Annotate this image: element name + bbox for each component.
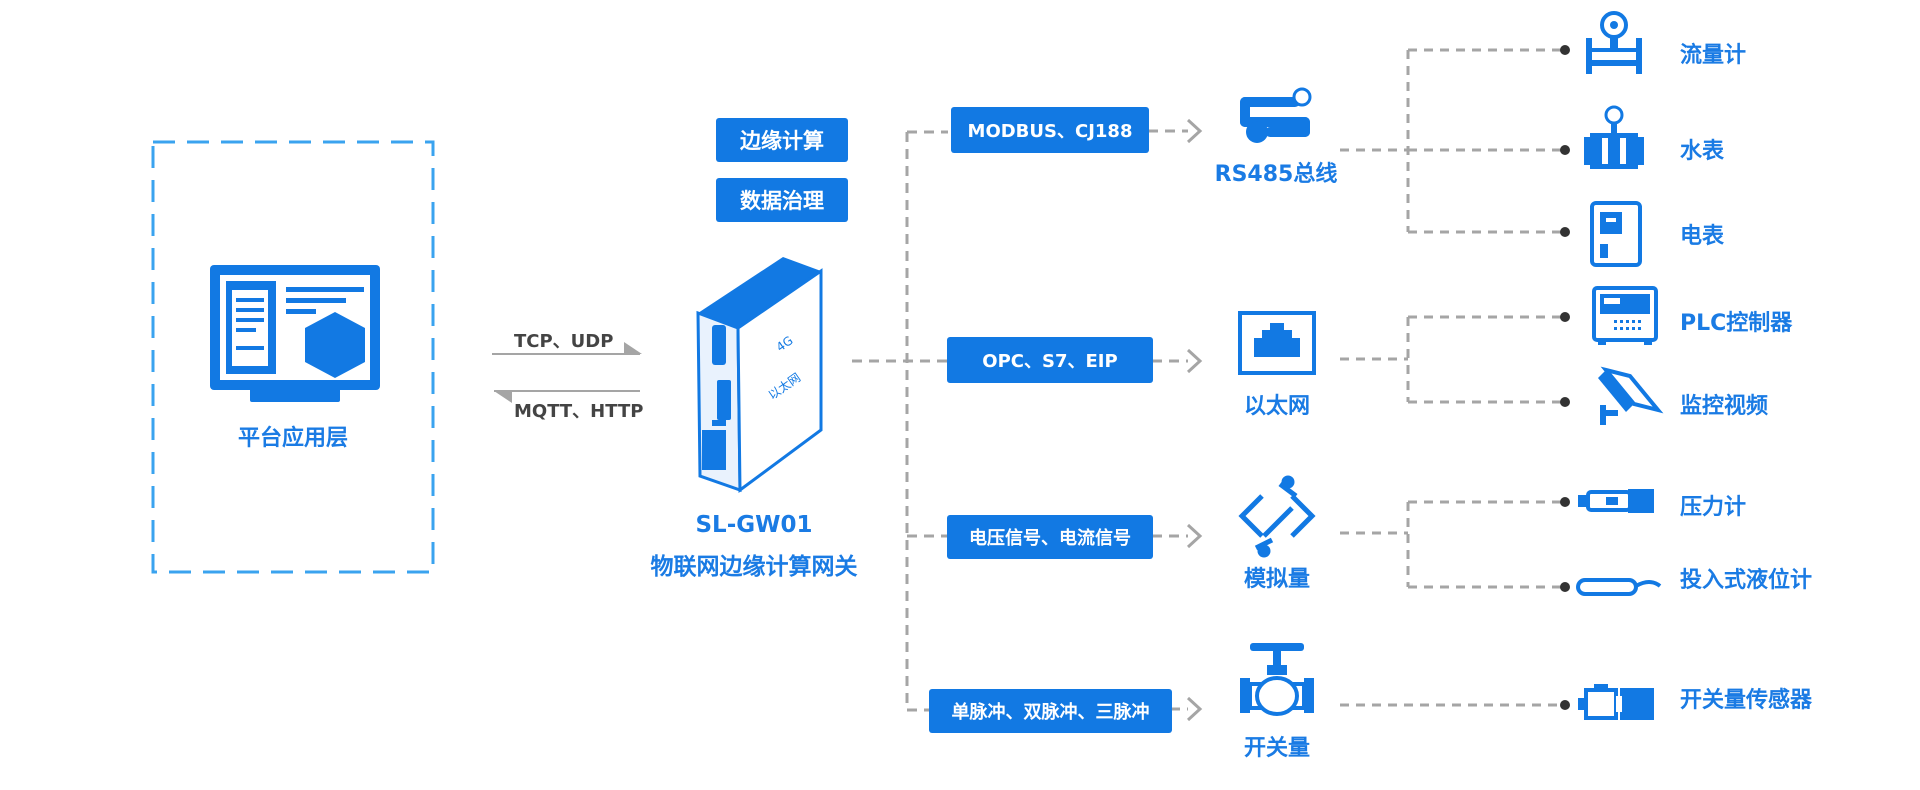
uplink-protocol-label: TCP、UDP — [514, 331, 614, 352]
switch-sensor-icon — [1578, 684, 1654, 720]
water-meter-icon — [1584, 105, 1644, 169]
node-label-switch: 开关量 — [1243, 736, 1311, 761]
gateway-name: 物联网边缘计算网关 — [650, 554, 858, 580]
analog-icon — [1238, 475, 1316, 558]
device-label-camera: 监控视频 — [1680, 394, 1769, 419]
gateway-device-icon — [696, 257, 823, 493]
pressure-gauge-icon — [1578, 489, 1654, 513]
feature-edge-computing: 边缘计算 — [716, 118, 848, 162]
device-label-electric-meter: 电表 — [1680, 224, 1725, 249]
device-label-switch-sensor: 开关量传感器 — [1680, 688, 1813, 713]
downlink-arrow — [494, 390, 640, 403]
device-label-pressure-gauge: 压力计 — [1680, 495, 1747, 520]
platform-frame — [151, 140, 435, 574]
device-label-level-sensor: 投入式液位计 — [1680, 568, 1813, 593]
monitor-icon — [210, 265, 380, 402]
bus-icon — [1240, 87, 1312, 143]
electric-meter-icon — [1590, 201, 1642, 267]
device-label-plc: PLC控制器 — [1680, 311, 1793, 336]
connector-dots — [1560, 45, 1570, 710]
channel-tag-analog: 电压信号、电流信号 — [947, 515, 1153, 559]
node-label-rs485: RS485总线 — [1214, 162, 1338, 187]
platform-label: 平台应用层 — [237, 426, 349, 451]
valve-icon — [1240, 643, 1314, 716]
level-sensor-icon — [1576, 578, 1662, 596]
channel-connector — [1148, 118, 1203, 722]
flowmeter-icon — [1586, 11, 1642, 74]
device-label-flowmeter: 流量计 — [1680, 43, 1747, 68]
channel-tag-modbus: MODBUS、CJ188 — [951, 107, 1149, 153]
device-connectors — [1340, 48, 1562, 707]
channel-tag-opc: OPC、S7、EIP — [947, 337, 1153, 383]
gateway-model: SL-GW01 — [695, 512, 813, 538]
device-label-water-meter: 水表 — [1680, 139, 1725, 164]
feature-data-governance: 数据治理 — [716, 178, 848, 222]
uplink-arrow — [492, 342, 642, 355]
node-label-ethernet: 以太网 — [1243, 394, 1311, 419]
camera-icon — [1598, 366, 1664, 425]
channel-tag-pulse: 单脉冲、双脉冲、三脉冲 — [929, 689, 1172, 733]
ethernet-port-icon — [1238, 311, 1316, 375]
node-label-analog: 模拟量 — [1243, 567, 1311, 592]
plc-icon — [1592, 286, 1658, 345]
downlink-protocol-label: MQTT、HTTP — [514, 401, 644, 422]
